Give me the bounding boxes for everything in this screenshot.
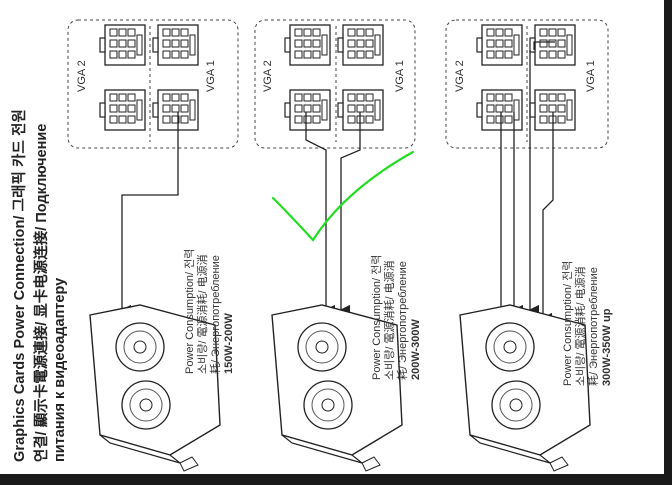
vga2-label: VGA 2 xyxy=(262,60,274,92)
spec-line: 耗/ Энергопотребление xyxy=(397,261,409,380)
power-connector-icon xyxy=(284,89,331,131)
wattage-label: 200W-300W xyxy=(410,319,422,380)
vga1-label: VGA 1 xyxy=(205,60,217,92)
power-connector-icon xyxy=(99,89,146,131)
connector-box-2 xyxy=(254,19,416,149)
power-spec-3: Power Consumption/ 전력 소비량/ 電源消耗/ 电源消 耗/ … xyxy=(562,261,614,386)
power-spec-2: Power Consumption/ 전력 소비량/ 電源消耗/ 电源消 耗/ … xyxy=(371,255,423,380)
spec-line: 소비량/ 電源消耗/ 电源消 xyxy=(197,254,209,374)
power-cable-line xyxy=(305,112,336,316)
spec-line: Power Consumption/ 전력 xyxy=(562,260,574,386)
power-connector-icon xyxy=(152,89,199,131)
power-cable-line xyxy=(541,112,554,324)
vga1-label: VGA 1 xyxy=(585,60,597,92)
connector-box-1 xyxy=(67,19,239,149)
vga2-label: VGA 2 xyxy=(76,60,88,92)
power-spec-1: Power Consumption/ 전력 소비량/ 電源消耗/ 电源消 耗/ … xyxy=(184,249,236,374)
spec-line: 耗/ Энергопотребление xyxy=(210,255,222,374)
power-cable-line xyxy=(339,112,361,316)
spec-line: Power Consumption/ 전력 xyxy=(371,254,383,380)
power-connector-icon xyxy=(529,24,576,66)
config-1 xyxy=(67,19,239,472)
power-connector-icon xyxy=(152,24,199,66)
connection-diagram xyxy=(67,19,609,472)
config-2 xyxy=(254,19,416,472)
wattage-label: 150W-200W xyxy=(223,313,235,374)
power-connector-icon xyxy=(337,24,384,66)
spec-line: 소비량/ 電源消耗/ 电源消 xyxy=(384,260,396,380)
config-3 xyxy=(445,19,609,472)
connector-box-3 xyxy=(445,19,609,149)
power-cable-line xyxy=(120,112,179,316)
power-connector-icon xyxy=(476,89,523,131)
power-connector-icon xyxy=(476,24,523,66)
vga1-label: VGA 1 xyxy=(394,60,406,92)
vga2-label: VGA 2 xyxy=(454,60,466,92)
diagram-sheet: Graphics Cards Power Connection/ 그래픽 카드 … xyxy=(0,0,664,474)
spec-line: 耗/ Энергопотребление xyxy=(588,267,600,386)
power-connector-icon xyxy=(99,24,146,66)
spec-line: Power Consumption/ 전력 xyxy=(184,248,196,374)
wattage-label: 300W-350W up xyxy=(601,308,613,386)
spec-line: 소비량/ 電源消耗/ 电源消 xyxy=(575,266,587,386)
power-connector-icon xyxy=(284,24,331,66)
checkmark-icon xyxy=(271,150,415,242)
